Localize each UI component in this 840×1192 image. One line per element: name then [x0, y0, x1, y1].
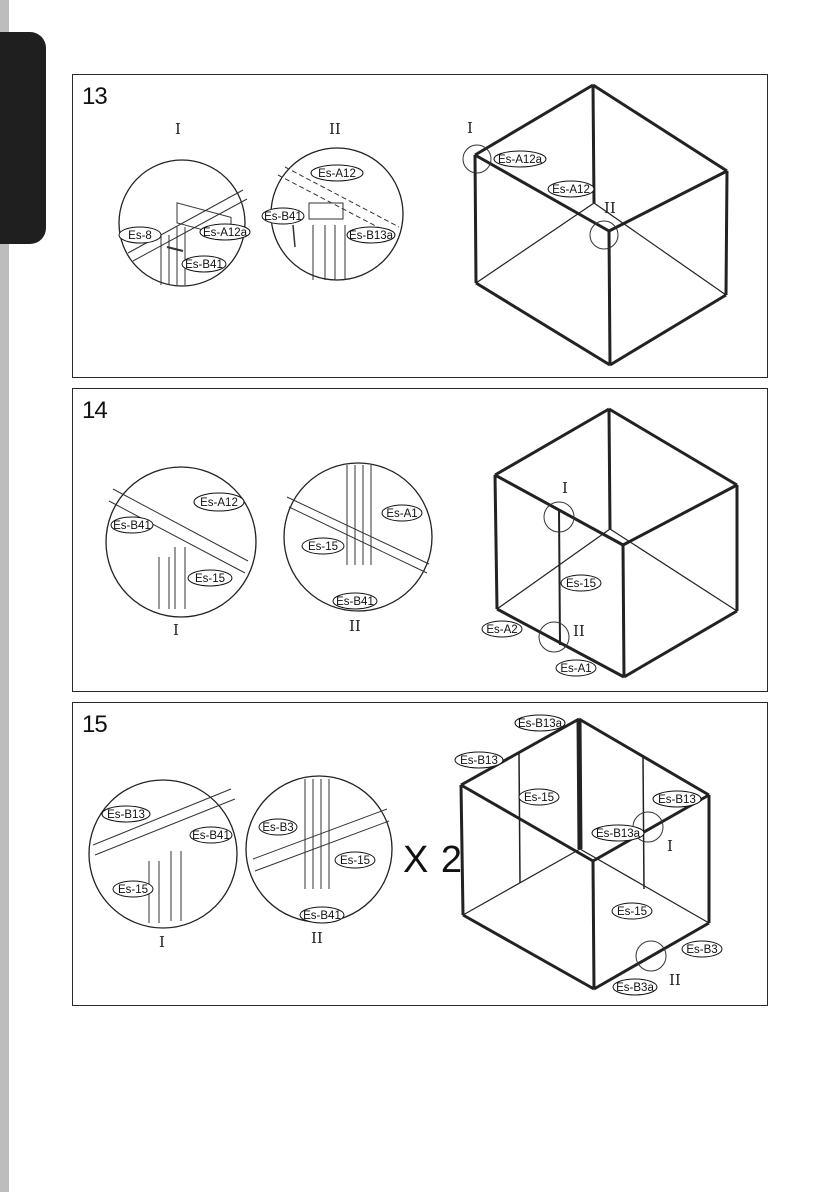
part-label: Es-B13	[455, 752, 503, 768]
part-label: Es-B13	[102, 806, 150, 822]
detail-circle-2	[246, 776, 392, 922]
part-label: Es-15	[188, 570, 232, 586]
part-label: Es-B3	[259, 819, 297, 835]
svg-text:Es-B13a: Es-B13a	[596, 828, 641, 840]
detail-1-roman: I	[173, 621, 179, 639]
svg-text:Es-A12: Es-A12	[200, 497, 238, 509]
main-roman-1: I	[562, 479, 568, 497]
svg-text:Es-A12: Es-A12	[318, 168, 356, 180]
part-label: Es-B13a	[347, 227, 395, 243]
part-label: Es-A12	[194, 493, 244, 511]
main-roman-1: I	[667, 837, 673, 855]
detail-circle-1	[89, 780, 237, 928]
svg-text:Es-15: Es-15	[340, 855, 370, 867]
main-roman-2: II	[669, 971, 681, 989]
main-roman-1: I	[467, 119, 473, 137]
part-label: Es-A12a	[200, 224, 250, 240]
part-label: Es-15	[113, 881, 153, 897]
part-label: Es-B41	[300, 907, 344, 923]
svg-text:Es-B13: Es-B13	[658, 794, 696, 806]
svg-text:Es-B3: Es-B3	[262, 822, 293, 834]
callout-circle-1	[463, 145, 491, 173]
part-label: Es-B41	[190, 827, 232, 843]
step-number: 15	[82, 711, 107, 739]
svg-text:Es-B41: Es-B41	[336, 596, 374, 608]
part-label: Es-B13a	[592, 825, 644, 841]
detail-2-roman: II	[311, 929, 323, 947]
svg-text:Es-A12a: Es-A12a	[498, 154, 543, 166]
part-label: Es-15	[612, 903, 652, 919]
svg-text:Es-A1: Es-A1	[386, 508, 417, 520]
part-label: Es-B41	[111, 517, 153, 533]
svg-text:Es-B41: Es-B41	[185, 259, 223, 271]
part-label: Es-A12	[311, 165, 363, 181]
part-label: Es-A12	[548, 181, 594, 197]
part-label: Es-15	[519, 789, 559, 805]
svg-text:Es-15: Es-15	[566, 578, 596, 590]
part-label: Es-B41	[262, 208, 304, 224]
part-label: Es-8	[119, 227, 161, 243]
detail-1-roman: I	[159, 933, 165, 951]
step-number: 13	[82, 83, 107, 111]
svg-text:Es-B41: Es-B41	[113, 520, 151, 532]
part-label: Es-B41	[333, 593, 377, 609]
main-roman-2: II	[573, 622, 585, 640]
svg-text:Es-B3: Es-B3	[686, 944, 717, 956]
svg-text:Es-A2: Es-A2	[486, 624, 517, 636]
svg-text:Es-B41: Es-B41	[303, 910, 341, 922]
svg-text:Es-B41: Es-B41	[264, 211, 302, 223]
step-14-panel: I II	[72, 388, 768, 692]
part-label: Es-15	[561, 575, 601, 591]
step-number: 14	[82, 397, 107, 425]
part-label: Es-A2	[482, 621, 522, 637]
part-label: Es-B13a	[515, 715, 565, 731]
main-roman-2: II	[604, 199, 616, 217]
part-label: Es-B3a	[613, 979, 657, 995]
frame-isometric	[495, 409, 737, 677]
svg-text:Es-B3a: Es-B3a	[616, 982, 654, 994]
part-label: Es-A12a	[494, 151, 546, 167]
callout-circle-2	[590, 221, 618, 249]
part-label: Es-A1	[556, 660, 596, 676]
detail-circle-2	[284, 463, 432, 611]
section-tab	[0, 32, 46, 244]
part-label: Es-A1	[382, 505, 422, 521]
svg-text:Es-A12: Es-A12	[552, 184, 590, 196]
svg-text:Es-15: Es-15	[118, 884, 148, 896]
step-13-drawing: I II	[73, 75, 767, 377]
svg-text:Es-8: Es-8	[128, 230, 152, 242]
detail-1-roman: I	[175, 120, 181, 138]
svg-text:Es-B41: Es-B41	[192, 830, 230, 842]
svg-text:Es-15: Es-15	[308, 541, 338, 553]
svg-text:Es-B13a: Es-B13a	[349, 230, 394, 242]
part-label: Es-15	[335, 852, 375, 868]
callout-circle-2	[539, 622, 569, 652]
svg-text:Es-B13a: Es-B13a	[518, 718, 563, 730]
part-label: Es-B13	[653, 791, 701, 807]
svg-text:Es-15: Es-15	[524, 792, 554, 804]
frame-isometric	[475, 85, 727, 365]
step-15-panel: I II	[72, 702, 768, 1006]
part-label: Es-15	[302, 538, 344, 554]
detail-circle-1	[106, 467, 256, 617]
part-label: Es-B3	[682, 941, 722, 957]
step-14-drawing: I II	[73, 389, 767, 691]
svg-text:Es-B13: Es-B13	[460, 755, 498, 767]
svg-text:Es-B13: Es-B13	[107, 809, 145, 821]
svg-text:Es-A12a: Es-A12a	[203, 227, 248, 239]
detail-2-roman: II	[349, 617, 361, 635]
step-13-panel: I II	[72, 74, 768, 378]
svg-text:Es-15: Es-15	[617, 906, 647, 918]
detail-2-roman: II	[329, 120, 341, 138]
part-label: Es-B41	[182, 256, 226, 272]
quantity-multiplier: X 2	[403, 839, 463, 882]
svg-text:Es-A1: Es-A1	[560, 663, 591, 675]
svg-text:Es-15: Es-15	[195, 573, 225, 585]
